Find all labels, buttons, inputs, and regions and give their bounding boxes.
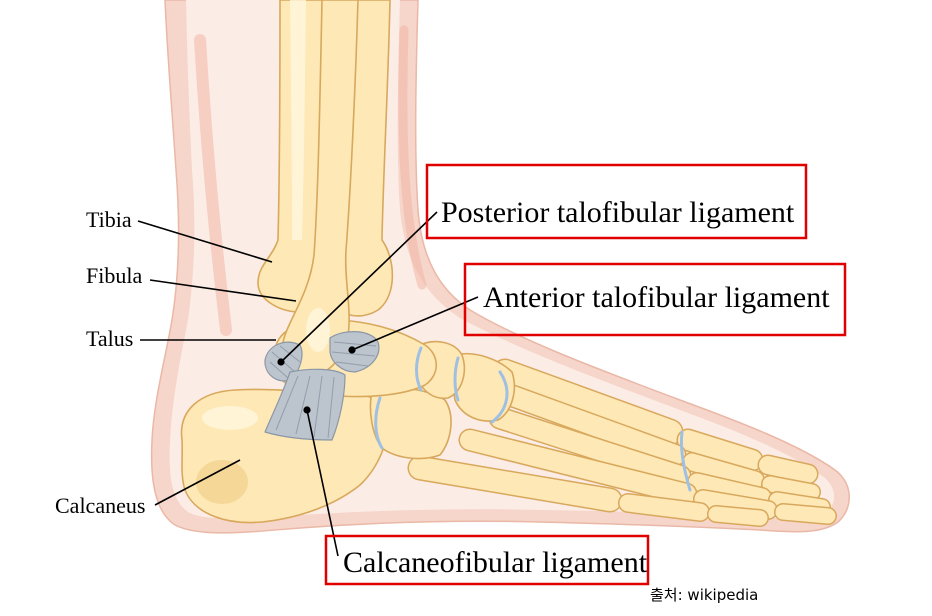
forefoot-bones	[407, 358, 837, 527]
talus-label: Talus	[86, 326, 133, 351]
calcaneofibular-ligament	[264, 368, 346, 441]
naviculocuneiform-joint	[453, 356, 460, 402]
toe-row-5	[407, 455, 769, 527]
lateral-malleolus-highlight	[306, 308, 330, 352]
proximal-phalanx-1	[676, 428, 764, 472]
source-credit: 출처: wikipedia	[650, 586, 758, 604]
posterior-talofibular-label: Posterior talofibular ligament	[441, 196, 795, 229]
joint-cartilage	[374, 346, 692, 492]
metatarsal-5	[407, 455, 623, 513]
proximal-phalanx-3	[687, 472, 772, 507]
calcaneofibular-label: Calcaneofibular ligament	[343, 546, 648, 579]
posterior-talofibular-leader-line	[280, 211, 438, 363]
distal-phalanx-1	[757, 454, 819, 485]
metatarsophalangeal-joint	[680, 430, 692, 492]
distal-phalanx-4	[774, 503, 837, 525]
calcaneus-highlight	[202, 406, 258, 430]
calcaneofibular-highlight-box	[324, 534, 650, 586]
anterior-talofibular-label: Anterior talofibular ligament	[483, 281, 830, 314]
distal-phalanx-2	[761, 475, 821, 501]
anterior-tendon	[398, 25, 427, 290]
toe-row-2	[498, 383, 821, 501]
metatarsal-2	[498, 383, 687, 467]
posterior-talofibular-dot	[277, 358, 285, 366]
tibia-highlight	[290, 0, 306, 240]
ligament-callouts: Posterior talofibular ligament Anterior …	[324, 163, 847, 586]
tarsometatarsal-joint	[490, 370, 509, 424]
metatarsal-1	[491, 358, 684, 446]
tibia-leader-line	[137, 220, 273, 263]
calcaneus-shadow	[196, 460, 248, 504]
tibia-label: Tibia	[86, 207, 132, 232]
distal-phalanx-5	[707, 505, 769, 527]
toe-row-4	[458, 428, 837, 525]
calcaneofibular-dot	[303, 406, 311, 414]
proximal-phalanx-5	[618, 493, 710, 522]
fibula-label: Fibula	[86, 263, 142, 288]
achilles-tendon	[194, 34, 232, 336]
metatarsal-4	[458, 428, 698, 506]
anterior-talofibular-leader-line	[351, 296, 479, 351]
calcaneofibular-leader-line	[306, 409, 339, 557]
calcaneofibular-shape	[264, 368, 346, 441]
anterior-talofibular-dot	[348, 346, 356, 354]
ligament-fibers	[331, 341, 377, 367]
bone-labels: Tibia Fibula Talus Calcaneus	[55, 207, 145, 518]
fibula-leader-line	[149, 279, 297, 302]
calcaneocuboid-joint	[374, 396, 384, 450]
leader-lines	[137, 211, 479, 557]
anterior-talofibular-highlight-box	[463, 262, 847, 337]
calcaneus-leader-line	[154, 459, 241, 506]
calcaneus-label: Calcaneus	[55, 493, 145, 518]
posterior-talofibular-highlight-box	[425, 163, 808, 240]
metatarsal-3	[488, 406, 692, 488]
talonavicular-joint	[415, 346, 423, 392]
proximal-phalanx-4	[693, 489, 778, 520]
proximal-phalanx-2	[682, 452, 765, 490]
toe-row-1	[491, 358, 819, 485]
ligament-fibers	[275, 375, 335, 439]
